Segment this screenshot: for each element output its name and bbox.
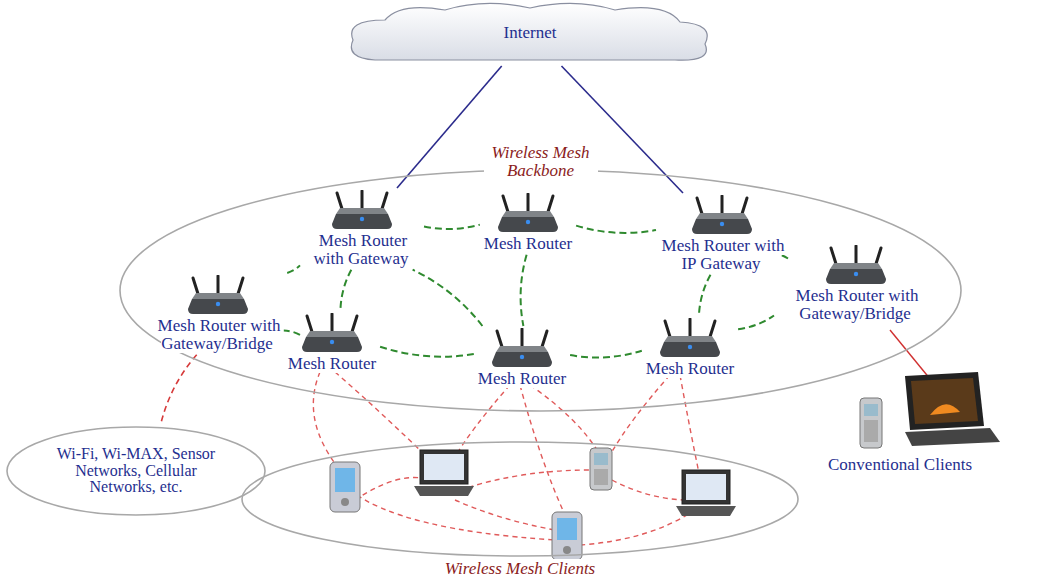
client-group-label: Conventional Clients [828,456,972,474]
link-line [424,225,480,229]
mesh-router: Mesh Router [286,313,378,373]
node-label: Mesh Router with Gateway/Bridge [156,316,281,353]
mesh-router: Mesh Router [476,328,568,388]
link-line [521,255,527,326]
mesh-router: Mesh Router with Gateway/Bridge [138,275,298,353]
mesh-router: Mesh Router [644,318,736,378]
clients-region: Wireless Mesh Clients [240,440,800,580]
mesh-router: Mesh Router with IP Gateway [658,195,786,273]
link-line [284,331,300,335]
node-label: Mesh Router [482,234,574,253]
node-label: Wireless Mesh Backbone [484,144,598,180]
mesh-router: Mesh Router with Gateway [302,190,422,268]
backbone-region: Wireless Mesh BackboneMesh Router with G… [118,168,963,413]
node-label: Wireless Mesh Clients [443,559,597,578]
node-label: Mesh Router [476,369,568,388]
node-label: Mesh Router [644,359,736,378]
node-label: Mesh Router with Gateway/Bridge [794,286,919,323]
link-line [570,351,642,358]
internet-cloud: Internet [345,2,715,64]
link-line [413,270,483,326]
node-label: Mesh Router with IP Gateway [660,236,785,273]
node-label: Mesh Router with Gateway [314,231,411,268]
link-line [340,270,351,311]
link-line [287,265,300,273]
network-region: Wi-Fi, Wi-MAX, Sensor Networks, Cellular… [5,425,267,517]
node-label: Mesh Router [286,354,378,373]
node-label: Internet [502,23,559,42]
node-label: Wi-Fi, Wi-MAX, Sensor Networks, Cellular… [52,446,221,496]
link-line [161,355,197,423]
link-line [699,275,711,316]
mesh-router: Mesh Router with Gateway/Bridge [776,245,936,323]
mesh-router: Mesh Router [482,193,574,253]
link-line [738,316,774,330]
link-line [380,347,474,357]
link-line [576,226,656,233]
